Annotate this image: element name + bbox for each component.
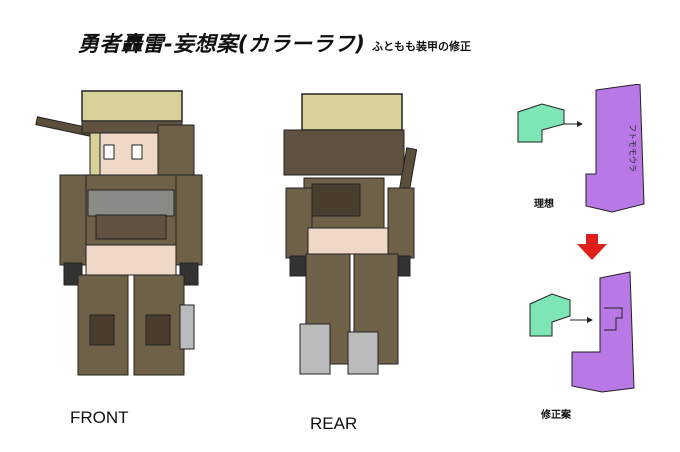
ideal-diagram: フトモモウラ [517, 84, 645, 213]
rear-label: REAR [310, 414, 358, 433]
page-title: 勇者轟雷-妄想案(カラーラフ) [78, 32, 366, 56]
revision-label: 修正案 [541, 410, 571, 421]
front-label: FRONT [70, 408, 129, 427]
red-down-arrow-icon [577, 234, 607, 260]
rear-figure [283, 93, 418, 375]
ideal-label: 理想 [534, 199, 554, 210]
front-figure [35, 90, 203, 376]
revision-diagram [529, 271, 635, 393]
page-subtitle: ふともも装甲の修正 [372, 40, 471, 53]
annotation-text: フトモモウラ [628, 124, 637, 172]
